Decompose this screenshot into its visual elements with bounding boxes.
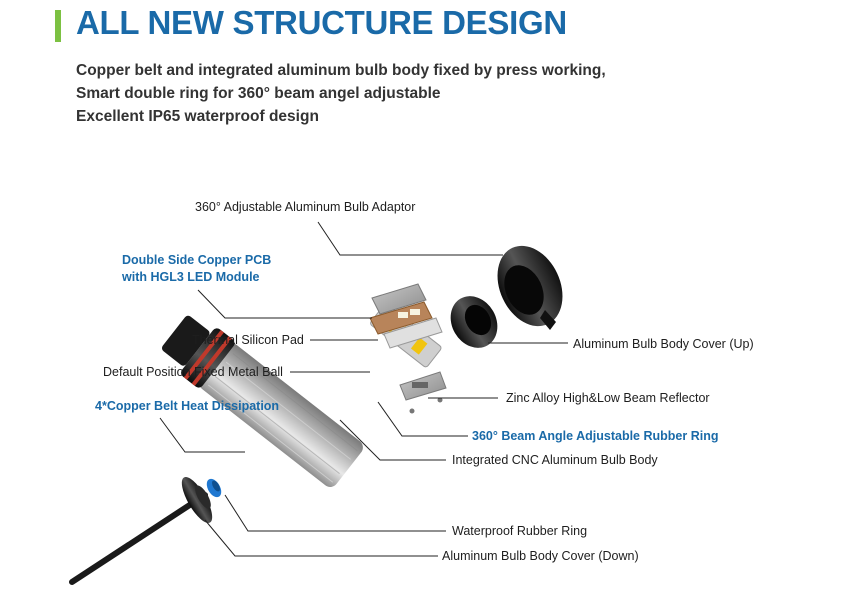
title-accent-bar [55, 10, 61, 42]
callout-waterproof-ring: Waterproof Rubber Ring [452, 524, 588, 538]
waterproof-ring-part [206, 478, 222, 498]
cover-up-nut-part [450, 296, 498, 348]
callout-reflector: Zinc Alloy High&Low Beam Reflector [506, 391, 710, 405]
reflector-part [399, 371, 447, 414]
leader-lines [159, 221, 568, 557]
callout-metal-ball: Default Position Fixed Metal Ball [103, 365, 283, 379]
adaptor-part [497, 245, 563, 330]
callout-adaptor: 360° Adjustable Aluminum Bulb Adaptor [195, 200, 416, 214]
cover-down-part [181, 477, 213, 523]
callout-copper-belt: 4*Copper Belt Heat Dissipation [95, 399, 280, 413]
callout-pcb: Double Side Copper PCB with HGL3 LED Mod… [122, 252, 271, 286]
callout-rubber-ring-360: 360° Beam Angle Adjustable Rubber Ring [472, 429, 719, 443]
feature-list: Copper belt and integrated aluminum bulb… [76, 59, 606, 128]
power-cable [69, 492, 208, 585]
callout-cover-up: Aluminum Bulb Body Cover (Up) [573, 337, 754, 351]
callout-cover-down: Aluminum Bulb Body Cover (Down) [442, 549, 639, 563]
callout-pcb-line-2: with HGL3 LED Module [122, 270, 260, 284]
feature-item: Smart double ring for 360° beam angel ad… [76, 85, 441, 102]
bulb-body-part [161, 315, 363, 488]
callout-thermal-pad: Thermal Silicon Pad [192, 333, 304, 347]
callout-pcb-line-1: Double Side Copper PCB [122, 253, 272, 267]
callout-bulb-body: Integrated CNC Aluminum Bulb Body [452, 453, 658, 467]
pcb-stack-part [369, 283, 443, 349]
feature-item: Copper belt and integrated aluminum bulb… [76, 62, 606, 79]
feature-item: Excellent IP65 waterproof design [76, 108, 319, 125]
page-title: ALL NEW STRUCTURE DESIGN [76, 4, 567, 41]
